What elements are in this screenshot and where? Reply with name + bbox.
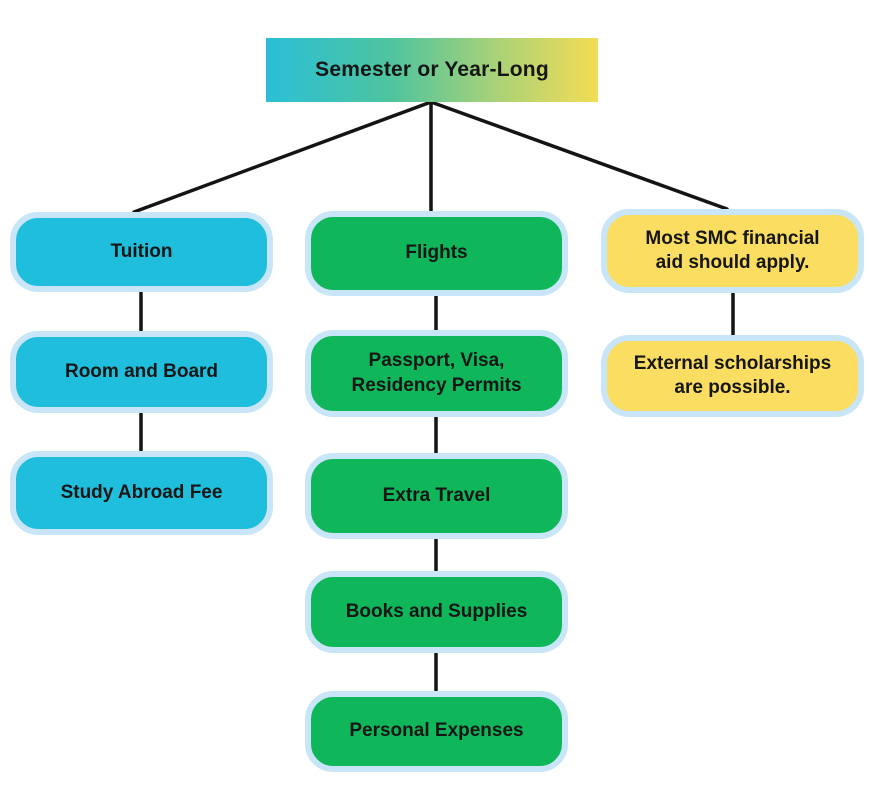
node-passport-visa-residency-permits-label: Passport, Visa, Residency Permits	[351, 350, 522, 396]
connector-root-to-tuition	[132, 100, 433, 214]
node-personal-expenses-label: Personal Expenses	[349, 720, 524, 742]
node-most-smc-financial-aid-label: Most SMC financial aid should apply.	[645, 227, 820, 273]
node-tuition: Tuition	[10, 212, 273, 292]
node-flights: Flights	[305, 211, 568, 296]
node-most-smc-financial-aid: Most SMC financial aid should apply.	[601, 209, 864, 293]
node-study-abroad-fee: Study Abroad Fee	[10, 451, 273, 535]
node-external-scholarships-label: External scholarships are possible.	[633, 352, 832, 398]
node-passport-visa-residency-permits: Passport, Visa, Residency Permits	[305, 330, 568, 417]
root-node-label: Semester or Year-Long	[315, 58, 549, 81]
connector-root-to-financial-aid	[429, 100, 729, 211]
node-room-and-board-label: Room and Board	[64, 360, 219, 382]
node-external-scholarships: External scholarships are possible.	[601, 335, 864, 417]
node-personal-expenses: Personal Expenses	[305, 691, 568, 772]
node-semester-or-year-long: Semester or Year-Long	[266, 38, 598, 102]
node-study-abroad-fee-label: Study Abroad Fee	[60, 481, 223, 503]
node-room-and-board: Room and Board	[10, 331, 273, 413]
node-flights-label: Flights	[405, 242, 468, 264]
node-tuition-label: Tuition	[110, 240, 173, 262]
node-books-and-supplies-label: Books and Supplies	[345, 600, 528, 622]
node-extra-travel: Extra Travel	[305, 453, 568, 539]
node-extra-travel-label: Extra Travel	[382, 484, 491, 506]
node-books-and-supplies: Books and Supplies	[305, 571, 568, 653]
